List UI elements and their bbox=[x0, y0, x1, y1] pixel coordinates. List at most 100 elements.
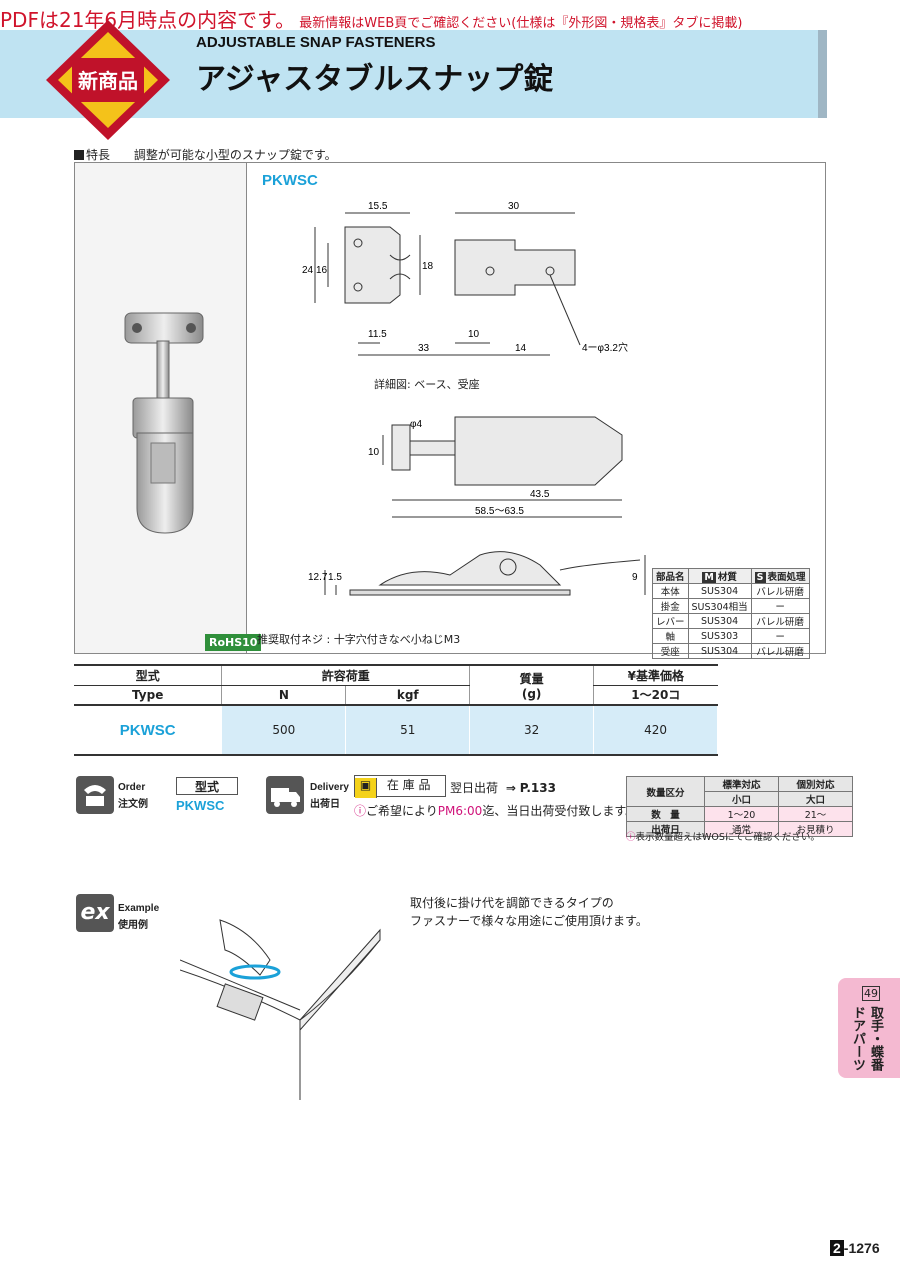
dim-10a: 10 bbox=[468, 329, 480, 340]
page-ref[interactable]: P.133 bbox=[519, 781, 556, 795]
spec-header-row-2: Type N kgf 1〜20コ bbox=[74, 685, 718, 706]
delivery-truck-icon bbox=[266, 776, 304, 814]
dim-10b: 10 bbox=[368, 447, 380, 458]
dim-14: 14 bbox=[515, 343, 527, 354]
example-ex-icon: ex bbox=[76, 894, 114, 932]
materials-h-part: 部品名 bbox=[652, 568, 689, 584]
notice-big: PDFは21年6月時点の内容です。 bbox=[0, 8, 296, 32]
notice-small: 最新情報はWEB頁でご確認ください(仕様は『外形図・規格表』タブに掲載) bbox=[299, 16, 743, 31]
badge-text: 新商品 bbox=[78, 69, 138, 93]
page-ref-arrow-icon: ⇒ bbox=[505, 781, 516, 795]
table-row: 出荷日 通常 お見積り bbox=[626, 821, 853, 837]
example-label-en: Example bbox=[118, 903, 160, 914]
qty-h-standard: 標準対応 bbox=[704, 776, 779, 792]
dim-12-7: 12.7 bbox=[308, 572, 328, 583]
delivery-label-en: Delivery bbox=[310, 782, 349, 793]
surface-mark: S bbox=[754, 572, 766, 583]
order-label-en: Order bbox=[118, 782, 146, 793]
qty-h-category: 数量区分 bbox=[626, 776, 705, 807]
spec-h-price-qty: 1〜20コ bbox=[593, 685, 718, 706]
detail-note: 詳細図: ベース、受座 bbox=[374, 378, 480, 391]
feature-text: 調整が可能な小型のスナップ錠です。 bbox=[133, 148, 337, 162]
next-day-text: 翌日出荷 bbox=[450, 781, 499, 795]
dim-15-5: 15.5 bbox=[368, 201, 388, 212]
new-product-badge: 新商品 bbox=[46, 20, 170, 140]
feature-label: 特長 bbox=[86, 148, 111, 162]
order-label-jp: 注文例 bbox=[118, 799, 148, 810]
spec-h-kgf: kgf bbox=[345, 685, 470, 706]
order-model: PKWSC bbox=[176, 798, 225, 813]
spec-mass: 32 bbox=[469, 705, 595, 756]
dim-holes: 4ーφ3.2穴 bbox=[582, 341, 628, 354]
material-mark: M bbox=[702, 572, 716, 583]
side-tab-line2: ドアパーツ bbox=[850, 1006, 865, 1071]
delivery-label-jp: 出荷日 bbox=[310, 799, 340, 810]
spec-h-load: 許容荷重 bbox=[221, 664, 470, 686]
delivery-note: ⓘご希望によりPM6:00迄、当日出荷受付致します。 bbox=[354, 804, 638, 818]
side-tab-line1: 取手・蝶番 bbox=[868, 1006, 883, 1071]
info-icon: ⓘ bbox=[354, 804, 367, 818]
bullet-square-icon bbox=[74, 150, 84, 160]
spec-n: 500 bbox=[221, 705, 347, 756]
dim-24: 24 bbox=[302, 265, 314, 276]
dim-18: 18 bbox=[422, 261, 434, 272]
spec-type: PKWSC bbox=[74, 705, 223, 756]
usage-illustration bbox=[180, 919, 381, 1100]
dim-43-5: 43.5 bbox=[530, 489, 550, 500]
product-photo bbox=[75, 163, 247, 653]
dim-30: 30 bbox=[508, 201, 520, 212]
order-box: 型式 bbox=[176, 777, 238, 795]
spec-h-mass: 質量(g) bbox=[469, 664, 594, 706]
table-row: PKWSC 500 51 32 420 bbox=[74, 705, 718, 756]
example-label-jp: 使用例 bbox=[118, 920, 148, 931]
drawing-model-label: PKWSC bbox=[262, 172, 318, 189]
page-prefix: 2 bbox=[830, 1240, 844, 1256]
header-subtitle: ADJUSTABLE SNAP FASTENERS bbox=[196, 34, 436, 51]
product-panel bbox=[74, 162, 826, 654]
feature-line: 特長 調整が可能な小型のスナップ錠です。 bbox=[74, 146, 337, 163]
info-icon: ⓘ bbox=[626, 832, 636, 843]
stock-text: 在 庫 品 bbox=[386, 778, 431, 792]
table-row: 数 量 1〜20 21〜 bbox=[626, 806, 853, 822]
dim-16: 16 bbox=[316, 265, 328, 276]
spec-h-n: N bbox=[221, 685, 346, 706]
delivery-time: PM6:00 bbox=[437, 804, 483, 818]
qty-h-large: 大口 bbox=[778, 791, 853, 807]
dim-9: 9 bbox=[632, 572, 638, 583]
next-day-line: 翌日出荷 ⇒ P.133 bbox=[450, 779, 556, 796]
qty-note: ⓘ表示数量超えはWOSにてご確認ください。 bbox=[626, 832, 820, 843]
header-shadow bbox=[818, 30, 827, 118]
spec-price: 420 bbox=[593, 705, 718, 756]
page-number: 2-1276 bbox=[830, 1240, 880, 1256]
spec-kgf: 51 bbox=[345, 705, 471, 756]
dim-range: 58.5〜63.5 bbox=[475, 506, 524, 517]
example-description: 取付後に掛け代を調節できるタイプの ファスナーで様々な用途にご使用頂けます。 bbox=[410, 896, 648, 928]
dim-33: 33 bbox=[418, 343, 430, 354]
stock-box: ▣ 在 庫 品 bbox=[354, 775, 446, 798]
qty-h-individual: 個別対応 bbox=[778, 776, 853, 792]
side-tab-number: 49 bbox=[862, 986, 880, 1001]
spec-h-type-en: Type bbox=[74, 685, 222, 706]
screw-note: 推奨取付ネジ : 十字穴付きなべ小ねじM3 bbox=[257, 633, 461, 646]
spec-table: 型式 許容荷重 質量(g) ¥基準価格 Type N kgf 1〜20コ PKW… bbox=[74, 664, 718, 756]
rohs-badge: RoHS10 bbox=[205, 634, 262, 651]
quantity-table: 数量区分 標準対応 個別対応 小口 大口 数 量 1〜20 21〜 出荷日 通常… bbox=[626, 776, 853, 837]
notice-banner: PDFは21年6月時点の内容です。 最新情報はWEB頁でご確認ください(仕様は『… bbox=[0, 4, 900, 33]
page-number-value: -1276 bbox=[843, 1240, 880, 1256]
spec-h-price: ¥基準価格 bbox=[593, 664, 718, 686]
snap-fastener-photo bbox=[124, 312, 204, 534]
side-index-tab[interactable]: 49 取手・蝶番 ドアパーツ bbox=[838, 978, 900, 1078]
page-title: アジャスタブルスナップ錠 bbox=[196, 62, 554, 97]
qty-h-small: 小口 bbox=[704, 791, 779, 807]
order-phone-icon bbox=[76, 776, 114, 814]
technical-drawing: 15.5 30 24 16 18 11.5 10 33 14 4ーφ3.2穴 φ… bbox=[302, 201, 646, 596]
dim-phi4: φ4 bbox=[410, 419, 422, 430]
